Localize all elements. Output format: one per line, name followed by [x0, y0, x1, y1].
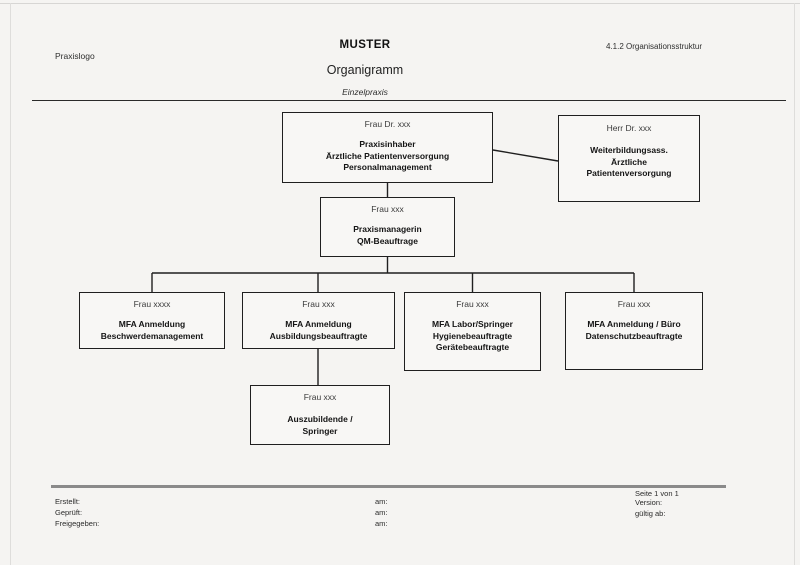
released-date-label: am:: [375, 519, 388, 528]
page-frame-left-line: [10, 3, 11, 565]
page-frame-right-line: [794, 3, 795, 565]
org-node-mfa-anmeldung-buero: Frau xxx MFA Anmeldung / Büro Datenschut…: [565, 292, 703, 370]
role-line: Hygienebeauftragte: [432, 330, 513, 341]
role-line: MFA Anmeldung: [285, 319, 352, 329]
role-line: MFA Anmeldung: [118, 319, 186, 329]
org-node-mfa-anmeldung-ausbildung: Frau xxx MFA Anmeldung Ausbildungsbeauft…: [242, 292, 395, 349]
person-name: Frau xxx: [456, 299, 489, 309]
document-subtitle: Organigramm: [326, 63, 404, 77]
role-line: Auszubildende /: [287, 414, 353, 424]
person-name: Frau xxx: [617, 299, 651, 309]
org-node-mfa-labor-springer: Frau xxx MFA Labor/Springer Hygienebeauf…: [404, 292, 541, 371]
org-node-mfa-anmeldung-beschwerdemanagement: Frau xxxx MFA Anmeldung Beschwerdemanage…: [79, 292, 225, 349]
role-line: Gerätebeauftragte: [435, 342, 510, 352]
praxis-logo-placeholder: Praxislogo: [55, 51, 95, 61]
role-line: Ärztliche Patientenversorgung: [325, 150, 450, 161]
checked-date-label: am:: [375, 508, 388, 517]
person-name: Herr Dr. xxx: [606, 123, 652, 133]
person-name: Frau xxx: [303, 392, 337, 402]
page-count-label: Seite 1 von 1: [635, 489, 679, 498]
document-number: 4.1.2 Organisationsstruktur: [606, 42, 703, 51]
role-line: Weiterbildungsass.: [590, 145, 668, 155]
role-line: Praxisinhaber: [359, 139, 416, 149]
role-line: QM-Beauftrage: [357, 235, 418, 246]
org-node-praxisinhaber: Frau Dr. xxx Praxisinhaber Ärztliche Pat…: [282, 112, 493, 183]
person-name: Frau xxx: [371, 204, 404, 214]
released-label: Freigegeben:: [55, 519, 100, 528]
created-label: Erstellt:: [55, 497, 81, 506]
org-node-weiterbildungsassistent: Herr Dr. xxx Weiterbildungsass. Ärztlich…: [558, 115, 700, 202]
role-line: MFA Anmeldung / Büro: [587, 319, 681, 329]
org-node-praxismanagerin: Frau xxx Praxismanagerin QM-Beauftrage: [320, 197, 455, 257]
footer-divider-line: [51, 485, 726, 488]
role-line: Datenschutzbeauftragte: [585, 330, 683, 341]
header-divider-line: [32, 100, 786, 101]
practice-type-label: Einzelpraxis: [342, 87, 388, 97]
role-line: Ausbildungsbeauftragte: [269, 330, 368, 341]
person-name: Frau xxx: [302, 299, 335, 309]
version-label: Version:: [635, 498, 663, 507]
role-line: Personalmanagement: [343, 162, 432, 172]
document-title: MUSTER: [339, 39, 391, 51]
checked-label: Geprüft:: [55, 508, 83, 517]
valid-from-label: gültig ab:: [635, 509, 666, 518]
role-line: Patientenversorgung: [586, 168, 672, 178]
person-name: Frau Dr. xxx: [364, 119, 411, 129]
role-line: Ärztliche: [611, 156, 647, 167]
role-line: Springer: [302, 425, 338, 436]
org-node-auszubildende-springer: Frau xxx Auszubildende / Springer: [250, 385, 390, 445]
page-frame-top-line: [0, 3, 800, 4]
role-line: Beschwerdemanagement: [100, 330, 204, 341]
role-line: MFA Labor/Springer: [432, 319, 513, 329]
created-date-label: am:: [375, 497, 388, 506]
person-name: Frau xxxx: [133, 299, 171, 309]
role-line: Praxismanagerin: [353, 224, 422, 234]
